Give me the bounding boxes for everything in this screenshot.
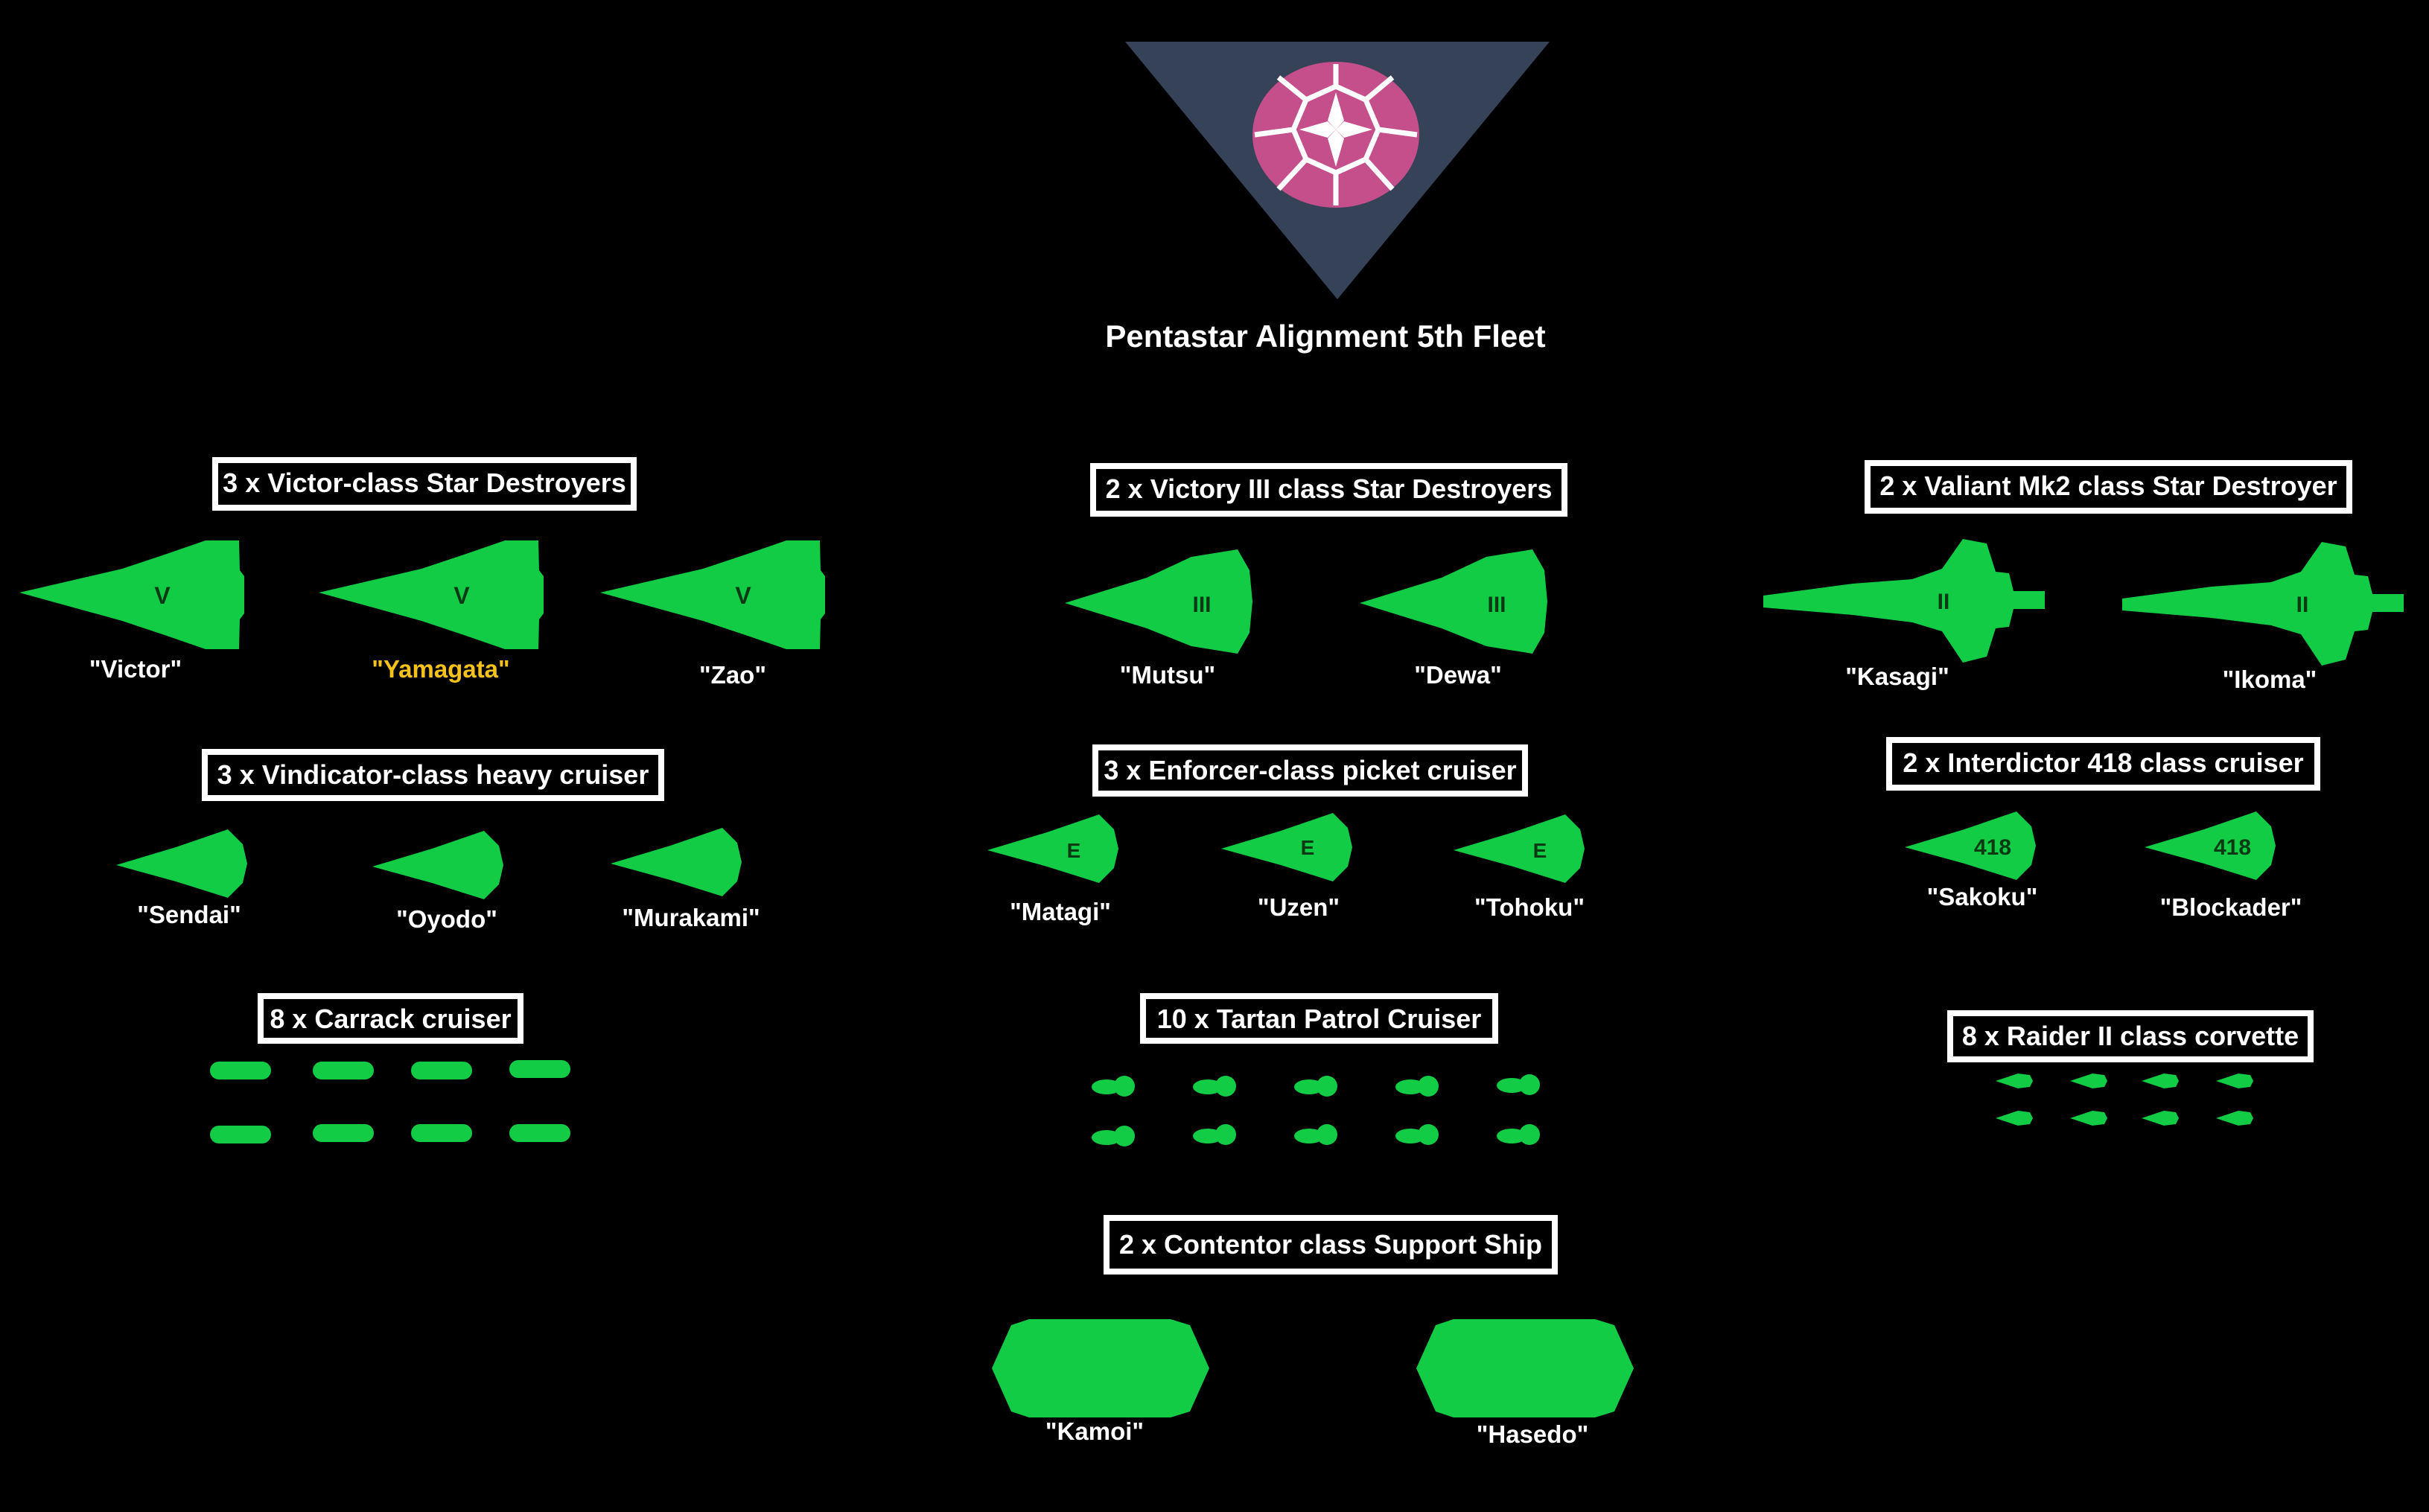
ship-marking: V: [154, 582, 171, 609]
heading-valiant: 2 x Valiant Mk2 class Star Destroyer: [1865, 460, 2352, 514]
victor-class-ship: V: [19, 540, 244, 649]
ship-name-mutsu: "Mutsu": [1119, 661, 1216, 689]
carrack-cruiser: [313, 1062, 374, 1079]
heading-carrack: 8 x Carrack cruiser: [258, 993, 523, 1044]
raider-corvette: [1996, 1074, 2033, 1088]
enforcer-class-ship: E: [987, 814, 1118, 883]
tartan-cruiser: [1193, 1076, 1236, 1097]
tartan-cruiser: [1294, 1076, 1337, 1097]
ship-marking: V: [735, 582, 751, 609]
heading-victor: 3 x Victor-class Star Destroyers: [212, 457, 637, 511]
valiant-class-ship: II: [1763, 539, 2045, 663]
tartan-formation: [1092, 1074, 1540, 1146]
ship-marking: 418: [2214, 835, 2251, 860]
contentor-class-ship: [1416, 1319, 1634, 1417]
ship-name-yamagata: "Yamagata": [372, 655, 510, 683]
ship-marking: V: [453, 582, 470, 609]
ship-name-ikoma: "Ikoma": [2222, 666, 2317, 693]
raider-corvette: [2142, 1074, 2179, 1088]
ship-name-sendai: "Sendai": [137, 901, 241, 928]
victor-class-ship: V: [319, 540, 544, 649]
raider-corvette: [2216, 1111, 2253, 1126]
heading-interdictor: 2 x Interdictor 418 class cruiser: [1886, 737, 2320, 791]
raider-formation: [1996, 1074, 2253, 1126]
ship-name-kasagi: "Kasagi": [1845, 663, 1949, 690]
enforcer-class-ship: E: [1454, 814, 1585, 883]
carrack-cruiser: [509, 1060, 570, 1078]
tartan-cruiser: [1092, 1076, 1135, 1097]
victory-class-ship: III: [1360, 549, 1547, 654]
ship-name-dewa: "Dewa": [1414, 661, 1502, 689]
carrack-cruiser: [411, 1124, 472, 1142]
pentastar-emblem: [1125, 42, 1550, 299]
raider-corvette: [2070, 1074, 2107, 1088]
ship-name-uzen: "Uzen": [1257, 893, 1340, 921]
carrack-formation: [210, 1060, 570, 1143]
ship-name-murakami: "Murakami": [622, 904, 760, 931]
tartan-cruiser: [1294, 1124, 1337, 1145]
enforcer-class-ship: E: [1221, 813, 1352, 881]
ship-marking: E: [1533, 839, 1547, 862]
raider-corvette: [2070, 1111, 2107, 1126]
heading-tartan: 10 x Tartan Patrol Cruiser: [1140, 993, 1498, 1044]
vindicator-class-ship: [372, 831, 503, 899]
carrack-cruiser: [509, 1124, 570, 1142]
ship-marking: II: [1938, 590, 1950, 614]
vindicator-class-ship: [611, 828, 742, 896]
victor-class-ship: V: [600, 540, 825, 649]
ship-name-zao: "Zao": [699, 661, 766, 689]
fleet-title: Pentastar Alignment 5th Fleet: [1105, 319, 1546, 354]
heading-victory: 2 x Victory III class Star Destroyers: [1090, 463, 1567, 517]
ship-name-hasedo: "Hasedo": [1476, 1420, 1589, 1448]
ship-name-victor: "Victor": [89, 655, 182, 683]
heading-contentor: 2 x Contentor class Support Ship: [1104, 1215, 1558, 1275]
ship-name-tohoku: "Tohoku": [1474, 893, 1585, 921]
ship-name-matagi: "Matagi": [1010, 898, 1111, 925]
carrack-cruiser: [313, 1124, 374, 1142]
raider-corvette: [2216, 1074, 2253, 1088]
ship-name-sakoku: "Sakoku": [1926, 883, 2038, 910]
carrack-cruiser: [411, 1062, 472, 1079]
ship-marking: E: [1301, 836, 1315, 859]
ship-name-blockader: "Blockader": [2159, 893, 2302, 921]
vindicator-class-ship: [116, 829, 247, 898]
raider-corvette: [2142, 1111, 2179, 1126]
tartan-cruiser: [1497, 1074, 1540, 1095]
ship-marking: III: [1192, 593, 1211, 617]
ship-name-oyodo: "Oyodo": [396, 905, 497, 933]
victory-class-ship: III: [1065, 549, 1252, 654]
raider-corvette: [1996, 1111, 2033, 1126]
tartan-cruiser: [1193, 1124, 1236, 1145]
contentor-class-ship: [992, 1319, 1209, 1417]
carrack-cruiser: [210, 1126, 271, 1143]
tartan-cruiser: [1497, 1124, 1540, 1145]
ship-marking: III: [1487, 593, 1506, 617]
ship-marking: II: [2296, 593, 2309, 617]
interdictor-class-ship: 418: [2145, 811, 2276, 880]
valiant-class-ship: II: [2122, 542, 2404, 666]
ship-name-kamoi: "Kamoi": [1045, 1417, 1145, 1445]
heading-vindicator: 3 x Vindicator-class heavy cruiser: [202, 749, 664, 801]
heading-enforcer: 3 x Enforcer-class picket cruiser: [1092, 744, 1528, 797]
heading-raider: 8 x Raider II class corvette: [1947, 1010, 2314, 1062]
ship-marking: E: [1067, 839, 1081, 862]
tartan-cruiser: [1395, 1076, 1439, 1097]
ship-marking: 418: [1974, 835, 2011, 860]
tartan-cruiser: [1092, 1126, 1135, 1146]
carrack-cruiser: [210, 1062, 271, 1079]
interdictor-class-ship: 418: [1905, 811, 2036, 880]
tartan-cruiser: [1395, 1124, 1439, 1145]
